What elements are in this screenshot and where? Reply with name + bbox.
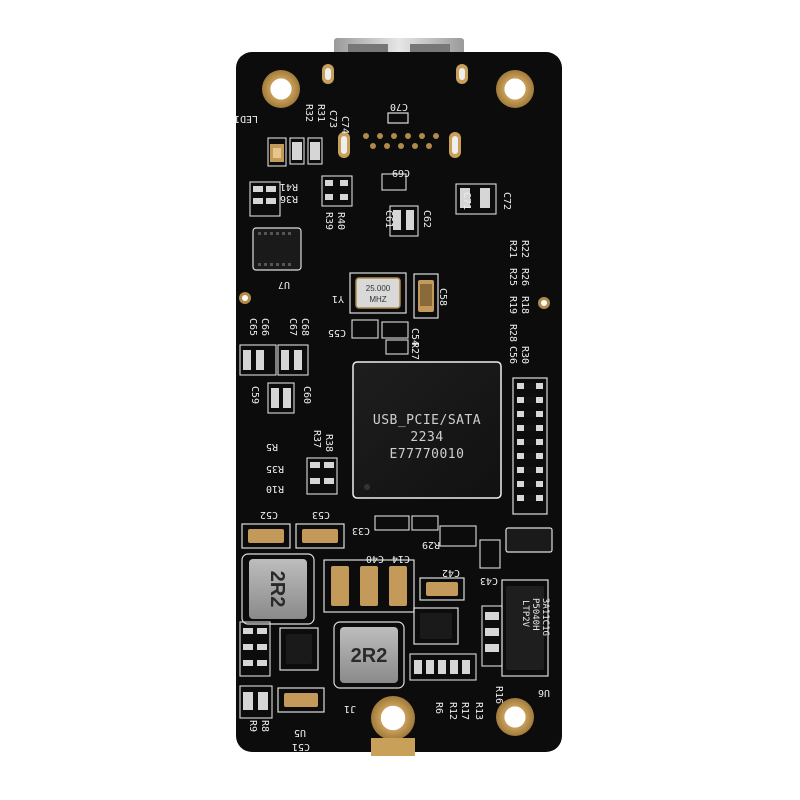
label-c71: C71 bbox=[461, 192, 472, 210]
inductor-right: 2R2 bbox=[333, 621, 405, 689]
chip-line-1: USB_PCIE/SATA bbox=[373, 413, 481, 428]
chip-line-2: 2234 bbox=[410, 430, 443, 445]
label-r30: R30 bbox=[519, 346, 530, 364]
inductor-left-marking: 2R2 bbox=[266, 571, 288, 608]
u6-line-3: 3A11C1G bbox=[540, 598, 550, 636]
crystal-oscillator: 25.000 MHZ bbox=[349, 272, 407, 314]
label-c40: C40 bbox=[366, 553, 384, 564]
label-c69: C69 bbox=[392, 167, 410, 178]
mounting-hole-bottom-right bbox=[496, 698, 534, 736]
label-r35: R35 bbox=[266, 463, 284, 474]
u7-chip bbox=[252, 227, 302, 271]
label-u7: U7 bbox=[278, 279, 290, 290]
label-led1: LED1 bbox=[234, 113, 258, 124]
label-r37: R37 bbox=[311, 430, 322, 448]
label-r18: R18 bbox=[519, 296, 530, 314]
inductor-left: 2R2 bbox=[241, 553, 315, 625]
label-c74: C74 bbox=[339, 116, 350, 134]
label-r21: R21 bbox=[507, 240, 518, 258]
label-c67: C67 bbox=[287, 318, 298, 336]
label-r40: R40 bbox=[335, 212, 346, 230]
crystal-freq: 25.000 bbox=[366, 284, 391, 293]
mounting-hole-bottom-center bbox=[371, 696, 415, 740]
label-r38: R38 bbox=[323, 434, 334, 452]
mounting-hole-top-right bbox=[496, 70, 534, 108]
label-c58: C58 bbox=[437, 288, 448, 306]
label-r41: R41 bbox=[280, 181, 298, 192]
label-r19: R19 bbox=[507, 296, 518, 314]
main-controller-chip: USB_PCIE/SATA 2234 E77770010 bbox=[352, 361, 502, 499]
label-r27: R27 bbox=[409, 342, 420, 360]
label-c54: C54 bbox=[409, 328, 420, 346]
chip-line-3: E77770010 bbox=[390, 447, 465, 462]
label-c51: C51 bbox=[292, 741, 310, 752]
label-r32: R32 bbox=[303, 104, 314, 122]
u6-line-1: LTP2V bbox=[520, 600, 530, 628]
label-c60: C60 bbox=[301, 386, 312, 404]
label-r36: R36 bbox=[280, 193, 298, 204]
label-c55: C55 bbox=[328, 327, 346, 338]
label-c61: C61 bbox=[383, 210, 394, 228]
label-r6: R6 bbox=[433, 702, 444, 714]
label-c62: C62 bbox=[421, 210, 432, 228]
label-c43: C43 bbox=[480, 575, 498, 586]
crystal-unit: MHZ bbox=[369, 295, 386, 304]
label-y1: Y1 bbox=[332, 293, 344, 304]
label-r5: R5 bbox=[266, 441, 278, 452]
label-r25: R25 bbox=[507, 268, 518, 286]
label-r31: R31 bbox=[315, 104, 326, 122]
label-u5: U5 bbox=[294, 727, 306, 738]
mounting-hole-top-left bbox=[262, 70, 300, 108]
u6-line-2: P5040H bbox=[530, 598, 540, 631]
label-c65: C65 bbox=[247, 318, 258, 336]
label-c70: C70 bbox=[390, 101, 408, 112]
label-r29: R29 bbox=[422, 539, 440, 550]
label-c59: C59 bbox=[249, 386, 260, 404]
label-c33: C33 bbox=[352, 525, 370, 536]
label-c52: C52 bbox=[260, 509, 278, 520]
label-c53: C53 bbox=[312, 509, 330, 520]
label-c14: C14 bbox=[392, 553, 410, 564]
label-r17: R17 bbox=[459, 702, 470, 720]
u6-chip: LTP2V P5040H 3A11C1G bbox=[501, 579, 550, 677]
label-r39: R39 bbox=[323, 212, 334, 230]
label-r13: R13 bbox=[473, 702, 484, 720]
resistor-column-right bbox=[512, 377, 548, 515]
label-u6: U6 bbox=[538, 687, 550, 698]
label-r22: R22 bbox=[519, 240, 530, 258]
label-j1: J1 bbox=[344, 703, 356, 714]
label-c68: C68 bbox=[299, 318, 310, 336]
silkscreen-labels: LED1 R32 R31 C73 C74 C70 C69 R41 R36 R40… bbox=[234, 101, 550, 752]
label-r26: R26 bbox=[519, 268, 530, 286]
label-c66: C66 bbox=[259, 318, 270, 336]
label-r9: R9 bbox=[247, 720, 258, 732]
label-r10: R10 bbox=[266, 483, 284, 494]
inductor-right-marking: 2R2 bbox=[351, 645, 388, 667]
label-c72: C72 bbox=[501, 192, 512, 210]
label-r12: R12 bbox=[447, 702, 458, 720]
label-c56: C56 bbox=[507, 346, 518, 364]
label-c73: C73 bbox=[327, 110, 338, 128]
label-c42: C42 bbox=[442, 567, 460, 578]
label-r28: R28 bbox=[507, 324, 518, 342]
label-r16: R16 bbox=[493, 686, 504, 704]
label-r8: R8 bbox=[259, 720, 270, 732]
